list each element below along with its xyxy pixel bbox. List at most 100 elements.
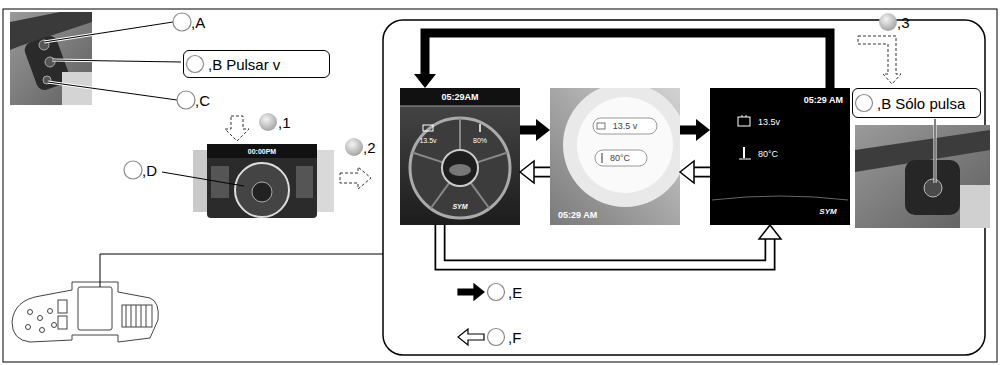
legend-swatch [456,327,486,347]
line-shape [742,115,743,117]
arrow-shaft [425,33,830,88]
callout-circle-holder [486,327,506,347]
rect-shape [855,125,990,228]
callout-number: ,D [142,163,157,178]
rect-shape [593,118,657,134]
forward-arrow [414,33,830,88]
callout-circle-holder [854,93,874,113]
swatch-arrow [458,284,484,300]
instrument-outline [12,282,158,342]
rect-shape [423,125,433,131]
legend-entry: ,F [456,327,521,347]
rect-shape [960,185,990,228]
dashed-arrow [858,36,901,84]
screen-one-picture [400,88,520,225]
screen-readout: 05:29 AM [558,211,597,220]
line-shape [479,124,481,132]
callout-number: ,3 [897,15,910,30]
circle-shape [45,57,55,67]
callout-number: ,1 [278,115,291,130]
callout-text: Sólo pulsa [895,96,965,111]
rect-shape [58,300,67,313]
path-shape [712,196,848,200]
screen-readout: 80°C [610,154,630,163]
screen-two-picture [550,83,687,225]
rect-shape [597,123,605,129]
path-shape [126,305,146,327]
forward-arrow [520,119,550,141]
line-shape [746,115,747,117]
switch-photo [855,125,990,228]
path-shape [12,282,158,342]
line-shape [601,153,603,163]
callout-circle [124,161,142,179]
callout-number: ,2 [363,140,376,155]
display-screen: 13.5 v 80°C 05:29 AM [550,88,680,225]
line-shape [471,183,490,209]
circle-shape [577,97,673,193]
rect-shape [400,88,520,225]
path-shape [44,22,181,100]
circle-shape [563,88,680,207]
rect-shape [738,117,750,126]
circle-shape [235,163,289,217]
rect-shape [78,287,112,330]
display-screen: 05:29 AM13.5v80°CSYM [710,88,850,225]
callout-circle-holder [185,54,205,74]
screen-readout: 05:29AM [441,93,478,102]
swatch-arrow [458,329,484,345]
leader-line [100,254,383,287]
circle-shape [28,310,33,315]
callout-circle [488,284,505,301]
arrow-head [696,119,710,141]
callout-box: ,BSólo pulsa [852,88,981,118]
callout-circle [488,329,505,346]
legend-text: ,F [508,330,521,345]
circle-shape [26,325,31,330]
g-shape [412,118,507,209]
line-shape [743,147,745,158]
rect-shape [710,88,850,225]
dashed-arrow [225,116,249,141]
step-ball [879,13,897,31]
screen-three-picture [710,88,850,225]
back-arrow [520,161,550,183]
rect-shape [58,316,67,329]
arrow-shaft [680,126,698,135]
circle-shape [410,118,510,218]
step-ball [259,113,277,131]
legend-entry: ,E [456,282,522,302]
rect-shape [905,160,960,215]
leader-line [935,119,936,183]
handlebar-photo [10,12,92,105]
callout-number: ,A [191,15,205,30]
circle-shape [40,328,45,333]
circle-shape [924,179,942,197]
leader-lines [44,22,181,100]
rect-shape [595,150,647,166]
back-arrow [440,225,781,265]
rect-shape [10,12,92,105]
rect-shape [316,150,334,212]
screen-readout: 05:29 AM [804,96,843,105]
leader-line [162,172,244,186]
rect-shape [122,305,152,327]
screen-readout: 13.5 v [613,122,638,131]
screen-readout: 13.5v [419,137,436,144]
rect-shape [400,88,520,106]
circle-shape [38,316,43,321]
legend-swatch [456,282,486,302]
screen-readout: 80°C [758,150,778,159]
frame [3,9,997,362]
leader-line [934,119,937,183]
callout-box: ,BPulsar v [183,50,330,78]
line-shape [412,153,443,163]
screen-readout: 13.5v [758,118,780,127]
callout-circle [177,91,195,109]
circle-shape [252,182,272,202]
line-shape [477,153,508,163]
line-shape [739,159,751,160]
callout-text: Pulsar v [226,57,280,72]
